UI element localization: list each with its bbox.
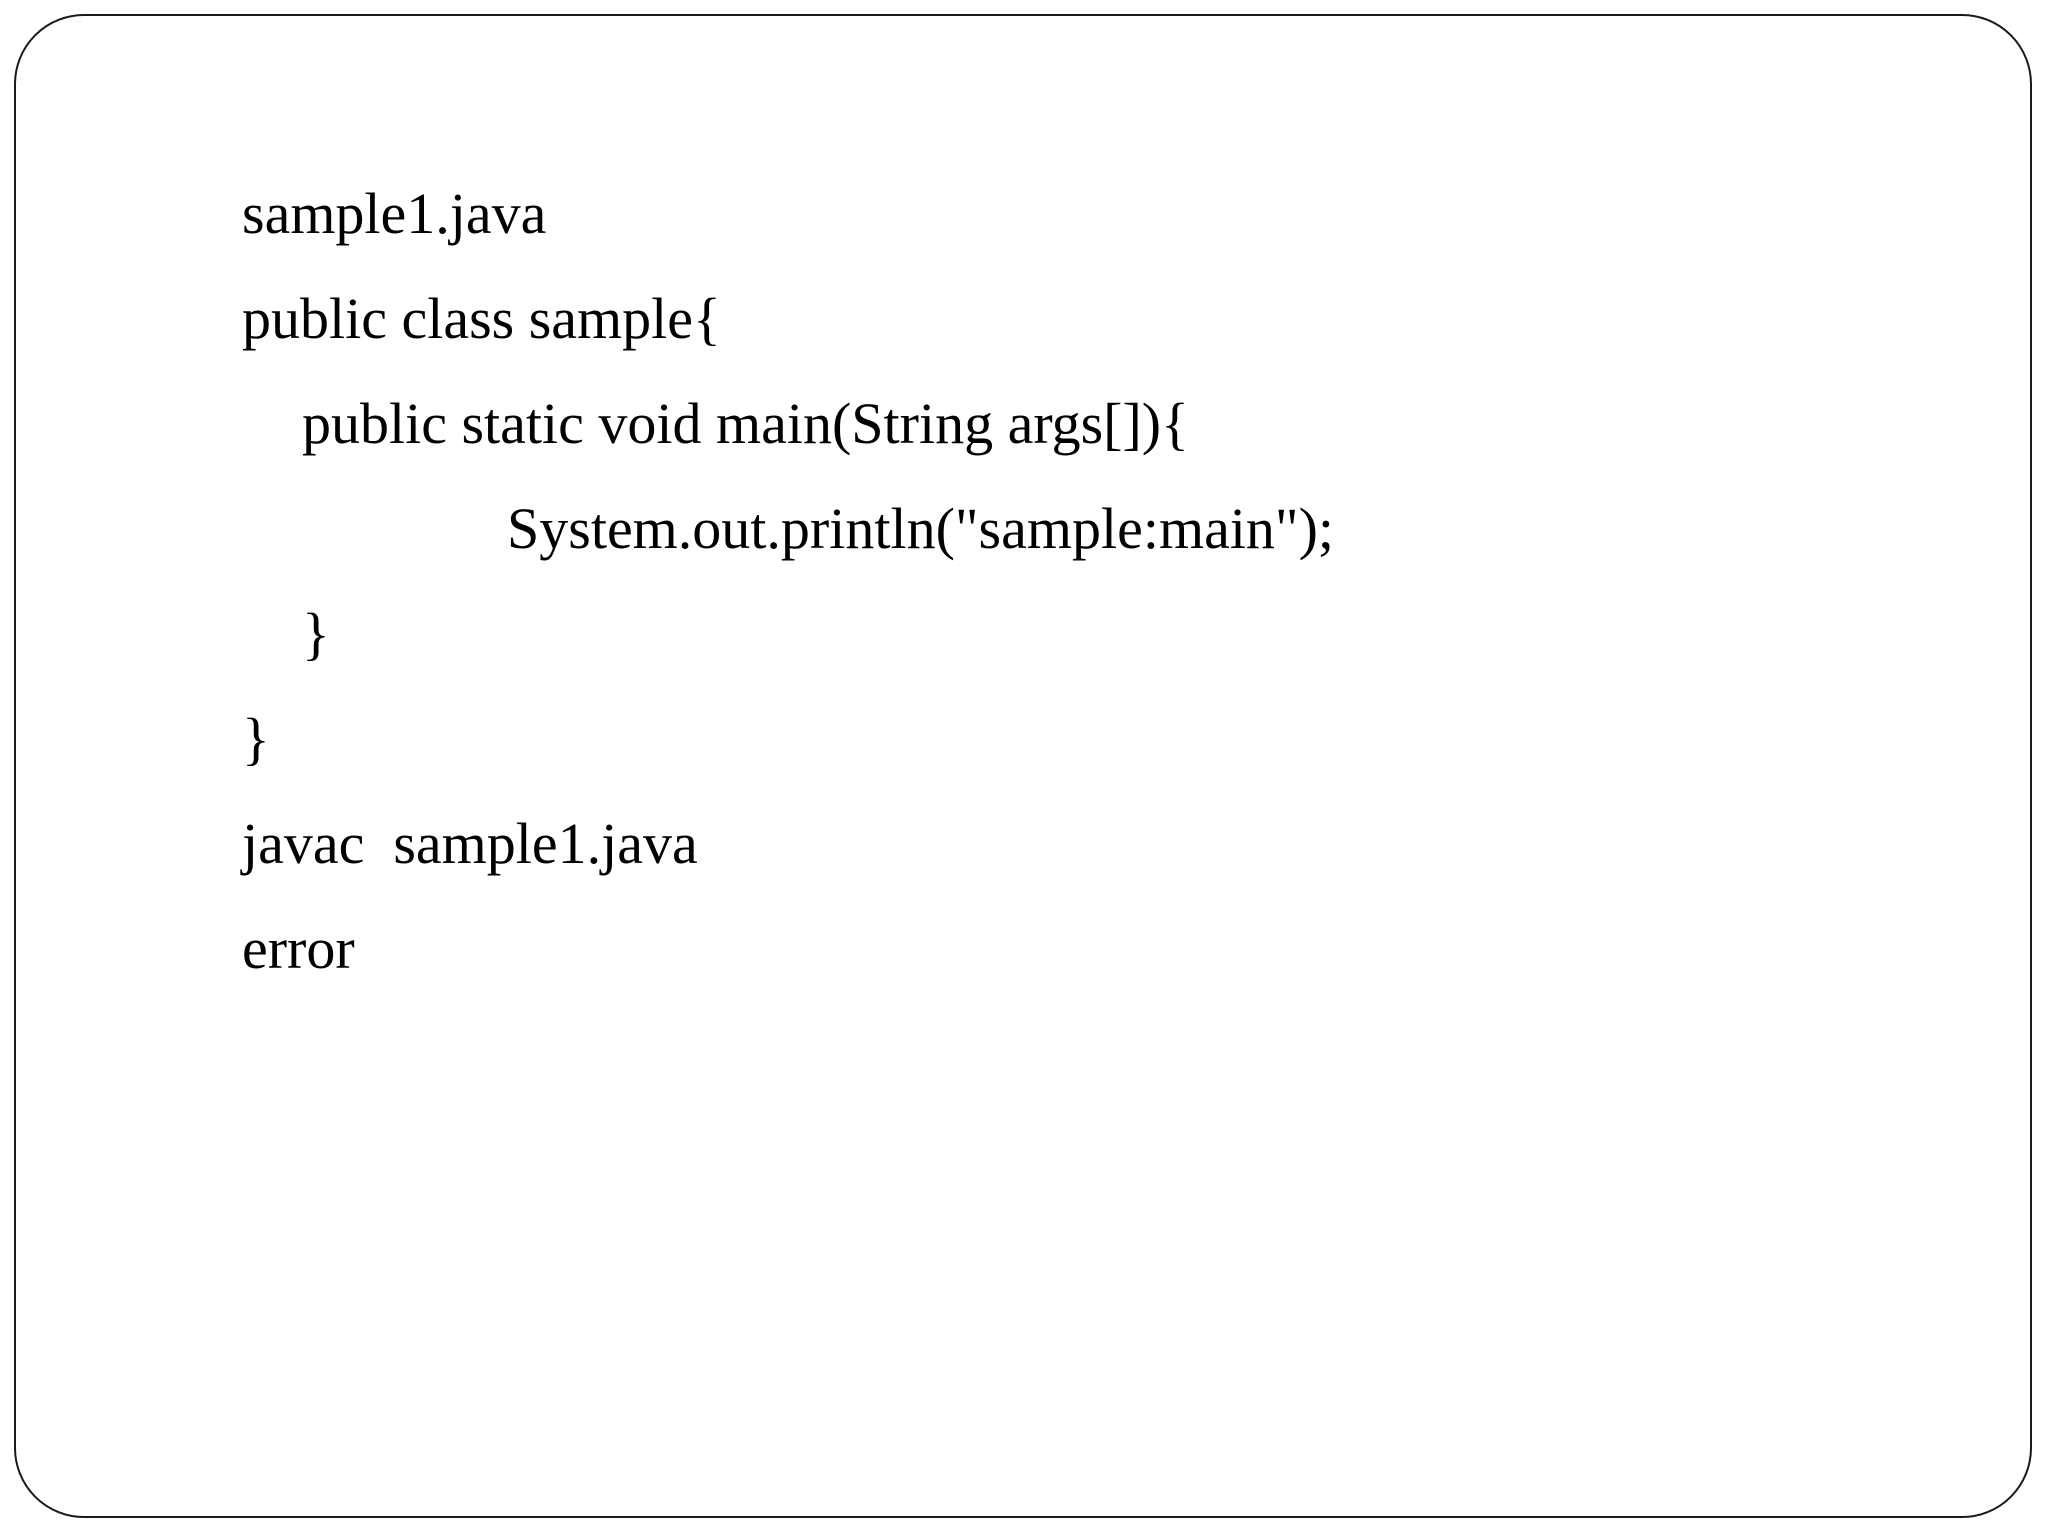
compile-command-line: javac sample1.java bbox=[242, 811, 698, 876]
class-declaration-line: public class sample{ bbox=[242, 286, 721, 351]
println-statement-line: System.out.println("sample:main"); bbox=[507, 496, 1335, 561]
main-method-line: public static void main(String args[]){ bbox=[302, 391, 1189, 456]
method-closing-brace-line: } bbox=[302, 601, 330, 666]
slide-frame: sample1.java public class sample{ public… bbox=[14, 14, 2032, 1518]
filename-line: sample1.java bbox=[242, 181, 547, 246]
code-listing: sample1.java public class sample{ public… bbox=[242, 161, 1942, 1001]
class-closing-brace-line: } bbox=[242, 706, 270, 771]
result-line: error bbox=[242, 916, 355, 981]
